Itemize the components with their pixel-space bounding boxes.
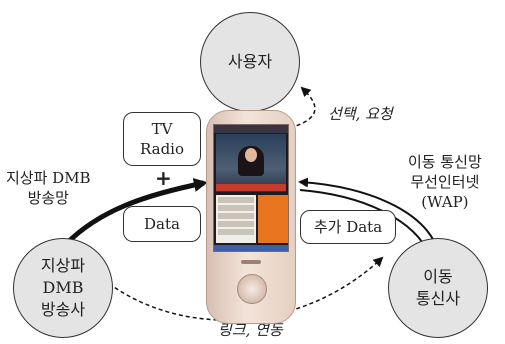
list-item bbox=[218, 229, 254, 235]
carrier-node: 이동 통신사 bbox=[388, 238, 488, 338]
broadcaster-line-1: 지상파 bbox=[40, 256, 86, 275]
mobile-network-line-3: (WAP) bbox=[421, 193, 469, 211]
screen-data-list bbox=[216, 195, 256, 243]
broadcast-arrow bbox=[64, 178, 208, 246]
dmb-network-line-1: 지상파 DMB bbox=[6, 169, 91, 187]
link-label: 링크, 연동 bbox=[218, 321, 283, 339]
list-item bbox=[218, 197, 254, 203]
phone-screen bbox=[213, 124, 289, 252]
tv-radio-box: TV Radio bbox=[123, 112, 201, 166]
mobile-network-line-1: 이동 통신망 bbox=[408, 153, 482, 171]
list-item bbox=[218, 221, 254, 227]
broadcaster-line-3: 방송사 bbox=[40, 300, 86, 319]
broadcaster-node: 지상파 DMB 방송사 bbox=[13, 238, 113, 338]
request-arrow bbox=[289, 86, 316, 129]
screen-tv-view bbox=[216, 134, 286, 192]
mobile-phone-icon bbox=[206, 110, 296, 324]
select-request-label: 선택, 요청 bbox=[328, 105, 393, 123]
extra-data-box: 추가 Data bbox=[300, 210, 396, 244]
screen-promo-panel bbox=[258, 195, 288, 243]
dmb-network-line-2: 방송망 bbox=[27, 189, 69, 207]
carrier-line-2: 통신사 bbox=[415, 289, 461, 308]
screen-bottom-bar bbox=[214, 245, 288, 251]
data-box-label: Data bbox=[144, 215, 180, 233]
extra-data-box-label: 추가 Data bbox=[313, 218, 383, 236]
dmb-network-label: 지상파 DMB 방송망 bbox=[6, 168, 91, 208]
phone-nav-key bbox=[237, 274, 267, 304]
data-box: Data bbox=[123, 206, 201, 242]
mobile-network-label: 이동 통신망 무선인터넷 (WAP) bbox=[408, 152, 482, 212]
screen-ticker bbox=[216, 184, 286, 191]
list-item bbox=[218, 213, 254, 219]
tv-radio-line-2: Radio bbox=[139, 140, 184, 158]
news-anchor-face bbox=[245, 148, 257, 162]
screen-status-bar bbox=[214, 125, 288, 133]
plus-sign: + bbox=[155, 166, 172, 190]
tv-radio-line-1: TV bbox=[151, 120, 173, 138]
mobile-network-line-2: 무선인터넷 bbox=[410, 173, 480, 191]
phone-logo bbox=[241, 260, 261, 264]
list-item bbox=[218, 205, 254, 211]
user-node-label: 사용자 bbox=[227, 52, 273, 71]
user-node: 사용자 bbox=[200, 12, 300, 112]
carrier-line-1: 이동 bbox=[423, 267, 453, 286]
broadcaster-line-2: DMB bbox=[42, 278, 84, 297]
